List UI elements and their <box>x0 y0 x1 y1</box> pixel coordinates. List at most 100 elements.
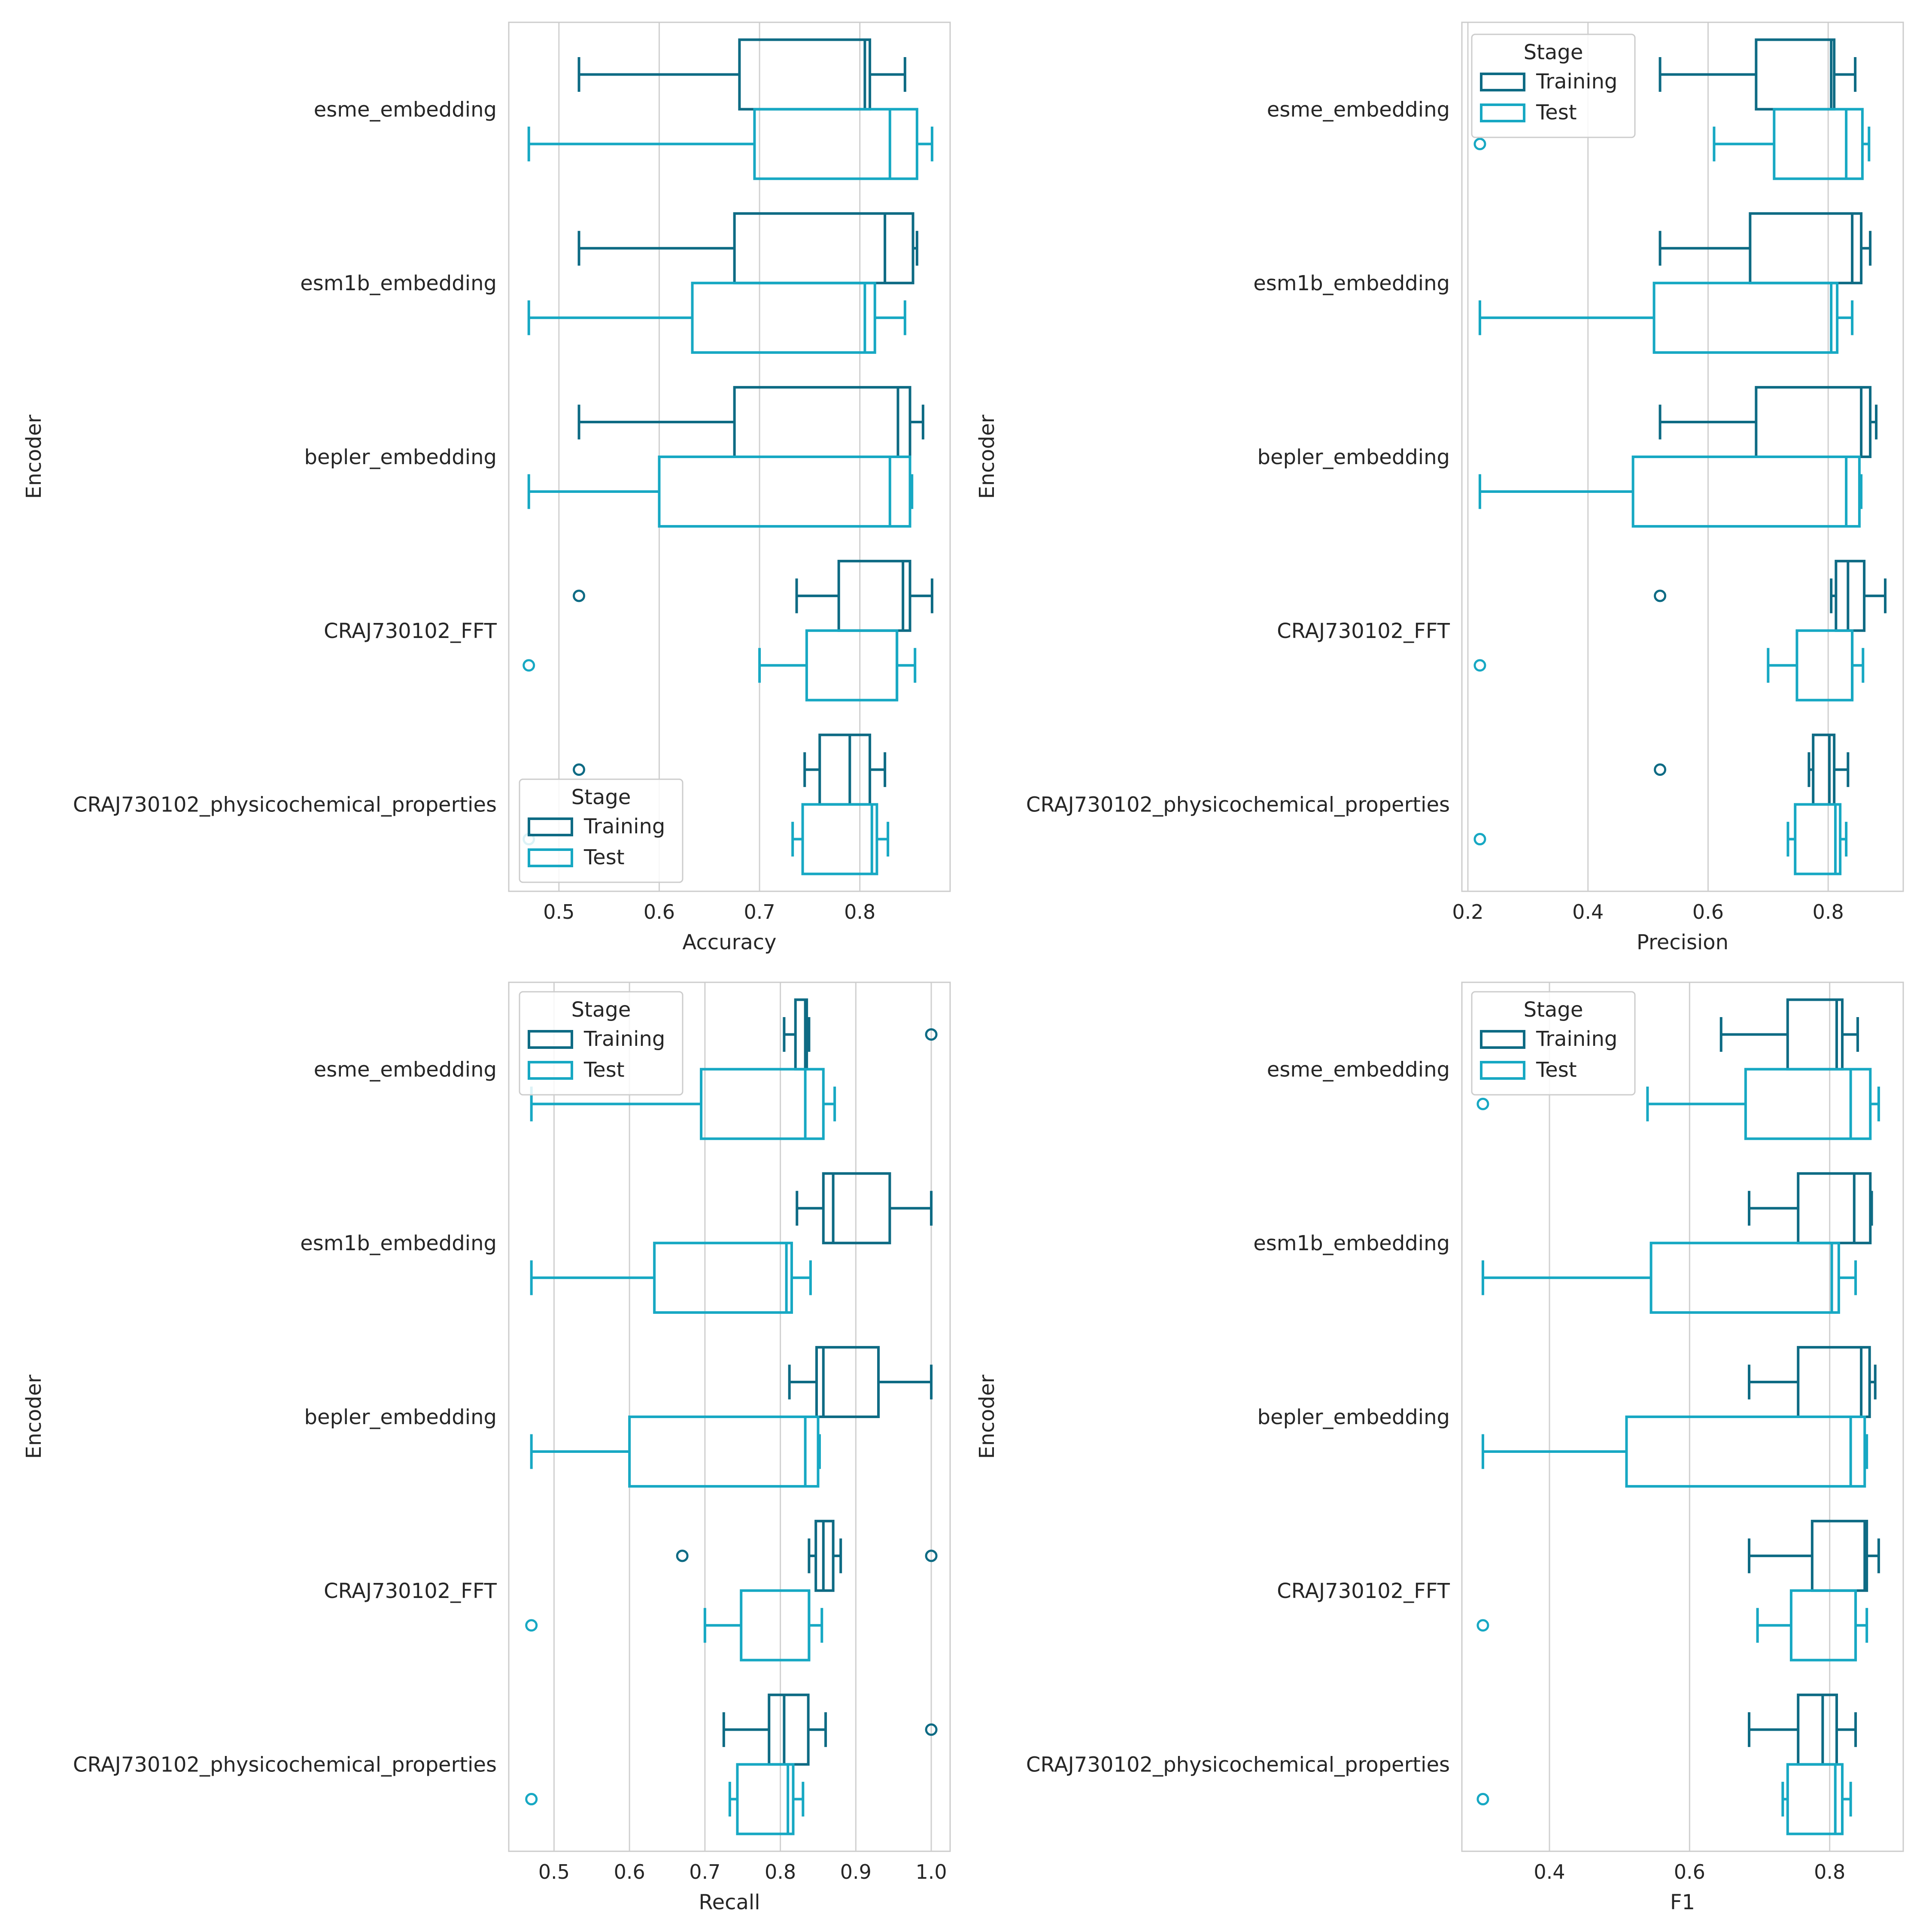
accuracy-training-box <box>577 386 924 459</box>
box-iqr <box>1797 1172 1872 1245</box>
legend-frame <box>1471 991 1636 1096</box>
f1-training-box <box>1748 1346 1877 1419</box>
box-iqr <box>733 386 911 459</box>
f1-training-box <box>1748 1172 1873 1245</box>
precision-training-box <box>1659 386 1878 459</box>
x-tick-label: 0.6 <box>1692 900 1724 923</box>
precision-panel: esme_embedding esm1b_embedding bepler_embe… <box>975 21 1904 954</box>
y-axis-title: Encoder <box>975 415 999 499</box>
outlier-point <box>1654 763 1667 776</box>
legend-frame <box>519 991 683 1096</box>
outlier-point <box>925 1549 938 1562</box>
legend-label-training: Training <box>583 814 665 838</box>
box-iqr <box>628 1416 820 1488</box>
x-tick-label: 0.5 <box>538 1860 570 1883</box>
recall-test-box <box>525 1589 823 1662</box>
accuracy-training-box <box>577 212 918 285</box>
precision-test-box <box>1473 108 1871 180</box>
box-iqr <box>1653 282 1839 354</box>
outlier-point <box>522 659 535 672</box>
box-iqr <box>1835 559 1866 632</box>
x-axis-title: Recall <box>699 1890 760 1914</box>
precision-test-box <box>1478 282 1854 354</box>
category-label: CRAJ730102_physicochemical_properties <box>73 793 497 817</box>
y-axis-title: Encoder <box>22 415 46 499</box>
category-label: bepler_embedding <box>1257 445 1450 469</box>
accuracy-training-box <box>577 38 906 111</box>
box-iqr <box>1755 386 1872 459</box>
x-tick-label: 0.8 <box>844 900 875 923</box>
legend-swatch-training <box>528 817 573 836</box>
box-iqr <box>1749 212 1863 285</box>
accuracy-panel: esme_embeddingesm1b_embeddingbepler_embe… <box>22 21 951 954</box>
accuracy-test-box <box>527 282 906 354</box>
x-tick-label: 1.0 <box>915 1860 947 1883</box>
precision-test-box <box>1473 803 1848 875</box>
box-iqr <box>740 1589 811 1662</box>
accuracy-plot-frame <box>508 21 951 892</box>
f1-test-box <box>1481 1242 1857 1314</box>
f1-panel: esme_embeddingesm1b_embeddingbepler_embe… <box>975 981 1904 1914</box>
accuracy-test-box <box>522 629 917 702</box>
outlier-point <box>925 1723 938 1736</box>
x-axis-title: F1 <box>1670 1890 1695 1914</box>
box-iqr <box>1744 1068 1872 1140</box>
legend-label-training: Training <box>1536 70 1617 94</box>
box-iqr <box>691 282 876 354</box>
outlier-point <box>1476 1097 1489 1110</box>
precision-training-box <box>1654 559 1887 632</box>
f1-training-box <box>1748 1693 1857 1766</box>
recall-training-box <box>676 1519 938 1592</box>
x-tick-label: 0.7 <box>689 1860 720 1883</box>
recall-training-box <box>796 1172 933 1245</box>
x-tick-label: 0.4 <box>1534 1860 1565 1883</box>
f1-test-box <box>1481 1416 1868 1488</box>
outlier-point <box>925 1028 938 1041</box>
x-axis-title: Accuracy <box>682 930 776 954</box>
box-iqr <box>1812 733 1836 806</box>
box-iqr <box>736 1763 795 1835</box>
legend-label-test: Test <box>1536 100 1577 125</box>
category-label: esm1b_embedding <box>300 271 497 295</box>
legend-label-test: Test <box>1536 1058 1577 1082</box>
category-label: CRAJ730102_FFT <box>324 1579 497 1603</box>
x-tick-label: 0.8 <box>1814 1860 1845 1883</box>
category-label: CRAJ730102_physicochemical_properties <box>73 1753 497 1777</box>
box-iqr <box>801 803 878 875</box>
x-tick-label: 0.8 <box>1813 900 1844 923</box>
f1-test-box <box>1476 1763 1852 1835</box>
category-label: CRAJ730102_FFT <box>324 619 497 643</box>
x-tick-label: 0.6 <box>644 900 675 923</box>
accuracy-test-box <box>527 108 933 180</box>
recall-training-box <box>783 998 938 1071</box>
precision-test-box <box>1478 456 1863 528</box>
box-iqr <box>1794 803 1842 875</box>
category-label: esme_embedding <box>314 1057 497 1081</box>
precision-training-box <box>1654 733 1850 806</box>
x-tick-label: 0.7 <box>744 900 775 923</box>
category-label: bepler_embedding <box>304 445 497 469</box>
legend-title: Stage <box>571 998 631 1022</box>
accuracy-training-box <box>573 559 933 632</box>
box-iqr <box>818 733 872 806</box>
x-axis-title: Precision <box>1637 930 1728 954</box>
legend-label-training: Training <box>1536 1027 1617 1051</box>
box-iqr <box>1797 1693 1838 1766</box>
box-iqr <box>1795 629 1854 702</box>
box-iqr <box>1625 1416 1866 1488</box>
box-iqr <box>1631 456 1861 528</box>
f1-test-box <box>1476 1068 1880 1140</box>
recall-test-box <box>530 1242 812 1314</box>
category-label: esme_embedding <box>1267 97 1450 122</box>
outlier-point <box>1476 1619 1489 1632</box>
recall-training-box <box>722 1693 938 1766</box>
y-axis-title: Encoder <box>22 1375 46 1459</box>
legend-swatch-test <box>1480 103 1525 122</box>
f1-training-box <box>1719 998 1859 1071</box>
recall-test-box <box>525 1763 805 1835</box>
precision-training-box <box>1659 38 1857 111</box>
category-label: esm1b_embedding <box>1253 271 1450 295</box>
